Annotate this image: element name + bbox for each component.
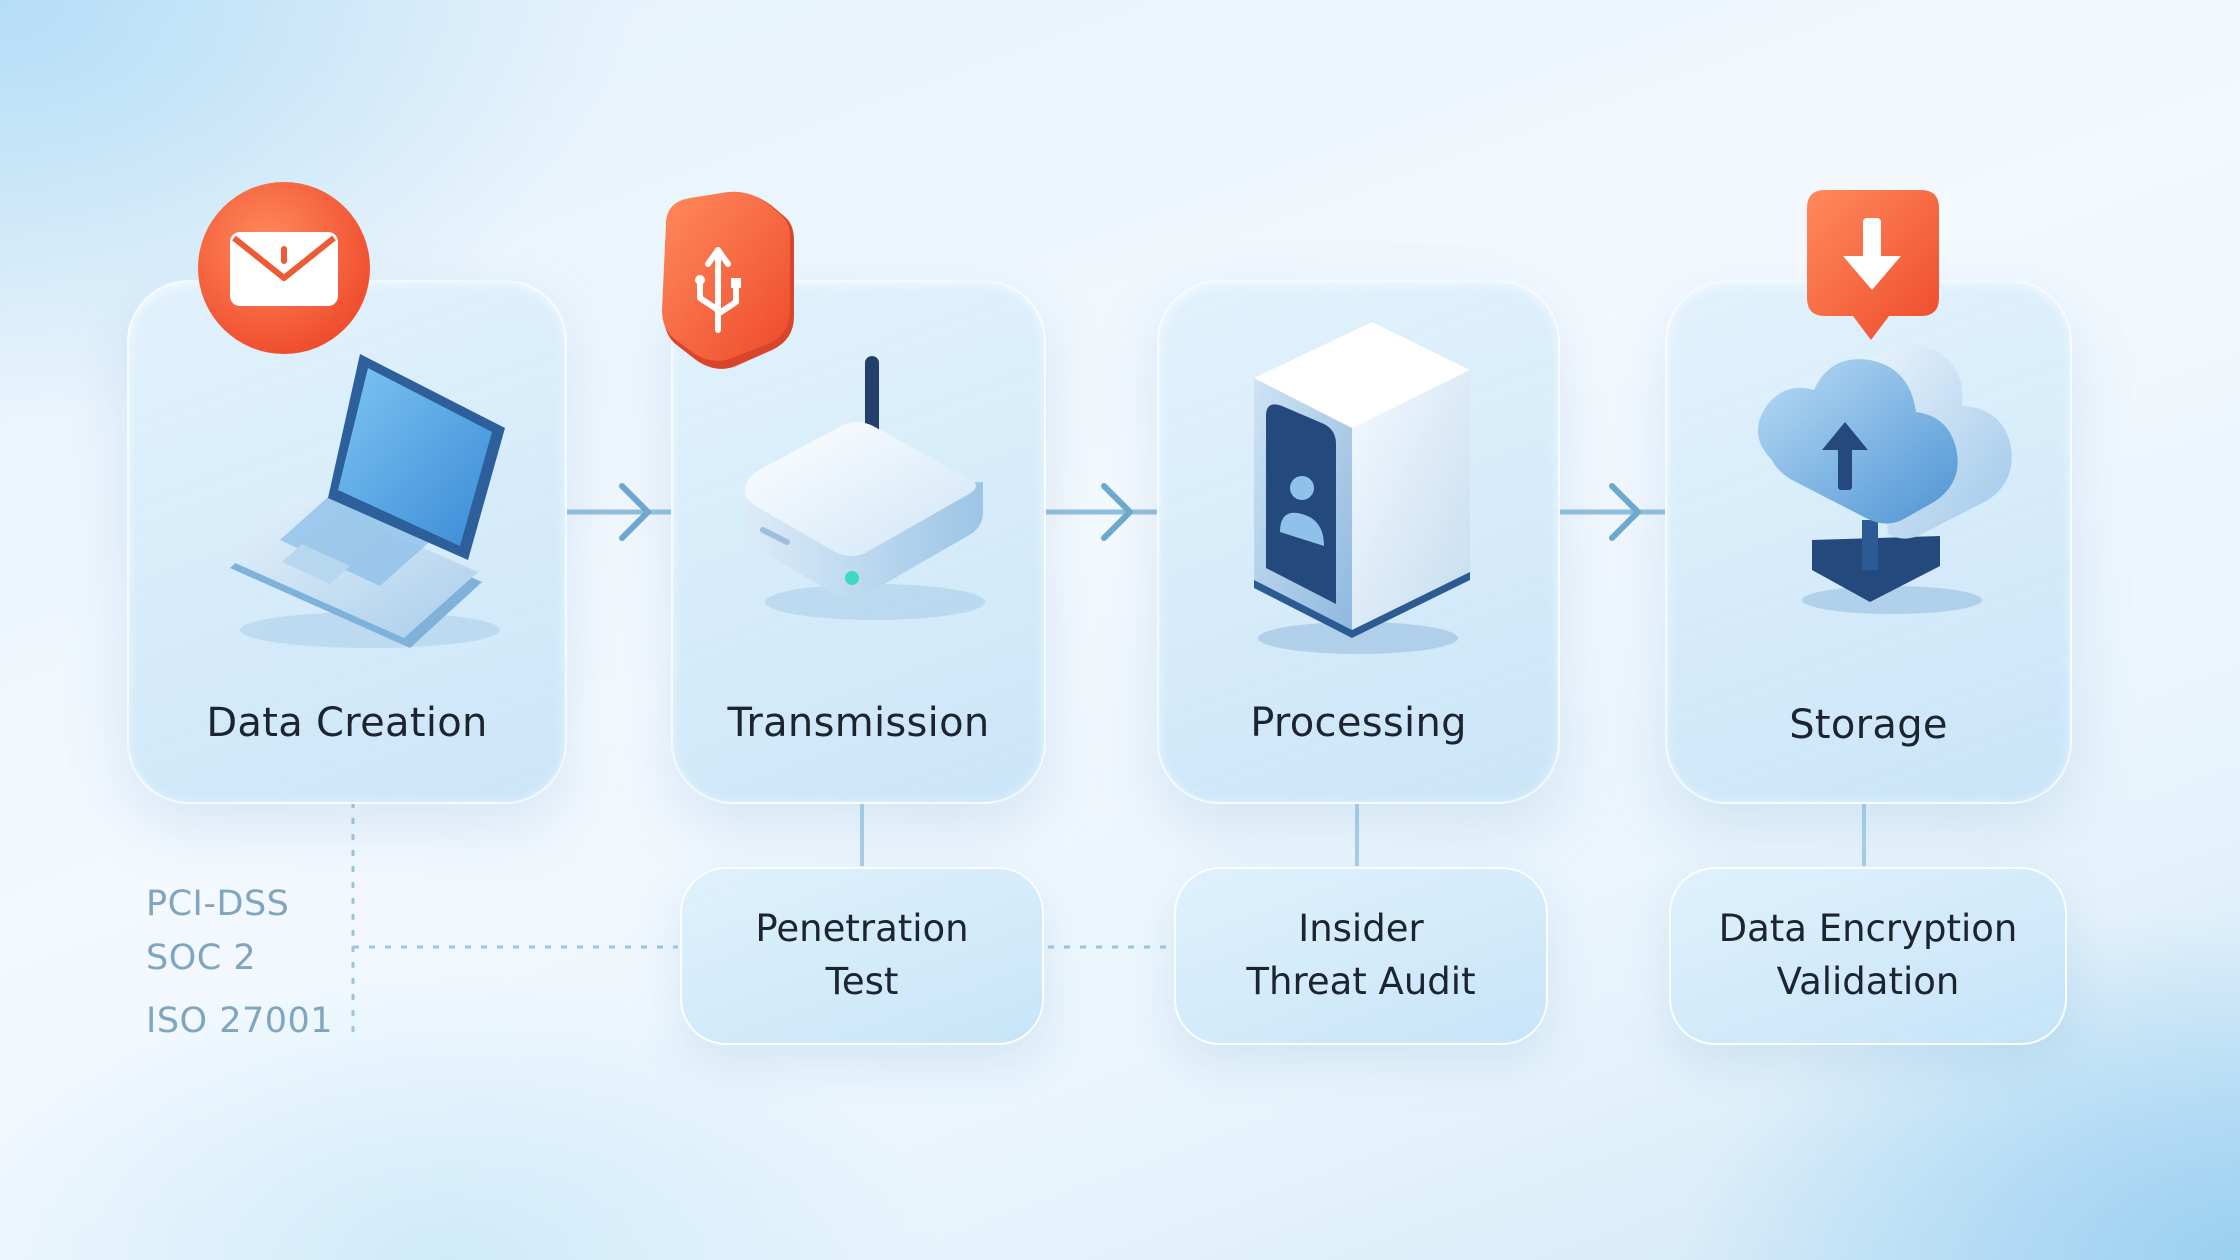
arrow-processing-to-storage — [1555, 483, 1667, 541]
arrow-creation-to-transmission — [563, 483, 673, 541]
check-insider-threat-audit[interactable]: Insider Threat Audit — [1174, 867, 1548, 1045]
stage-label: Processing — [1250, 700, 1467, 746]
arrow-transmission-to-processing — [1041, 483, 1159, 541]
stage-label: Transmission — [727, 700, 990, 746]
check-line1: Data Encryption — [1718, 907, 2018, 951]
server-icon — [1254, 322, 1470, 654]
download-icon — [1807, 190, 1939, 340]
check-line2: Test — [825, 960, 899, 1003]
check-line1: Insider — [1298, 907, 1424, 951]
usb-icon — [662, 191, 794, 369]
stage-label: Data Creation — [206, 700, 488, 746]
envelope-icon — [198, 182, 370, 354]
compliance-item: PCI-DSS — [146, 884, 290, 924]
check-line1: Penetration — [755, 907, 969, 951]
router-icon — [745, 356, 985, 620]
check-line2: Threat Audit — [1246, 960, 1476, 1003]
compliance-item: SOC 2 — [146, 938, 257, 978]
check-stems — [860, 802, 1866, 866]
check-penetration-test[interactable]: Penetration Test — [680, 867, 1044, 1045]
laptop-icon — [224, 354, 505, 648]
check-line2: Validation — [1776, 960, 1960, 1003]
check-data-encryption-validation[interactable]: Data Encryption Validation — [1669, 867, 2067, 1045]
compliance-item: ISO 27001 — [146, 1001, 334, 1041]
cloud-icon — [1757, 343, 2012, 614]
compliance-connectors — [351, 802, 1170, 1040]
stage-label: Storage — [1789, 702, 1948, 748]
